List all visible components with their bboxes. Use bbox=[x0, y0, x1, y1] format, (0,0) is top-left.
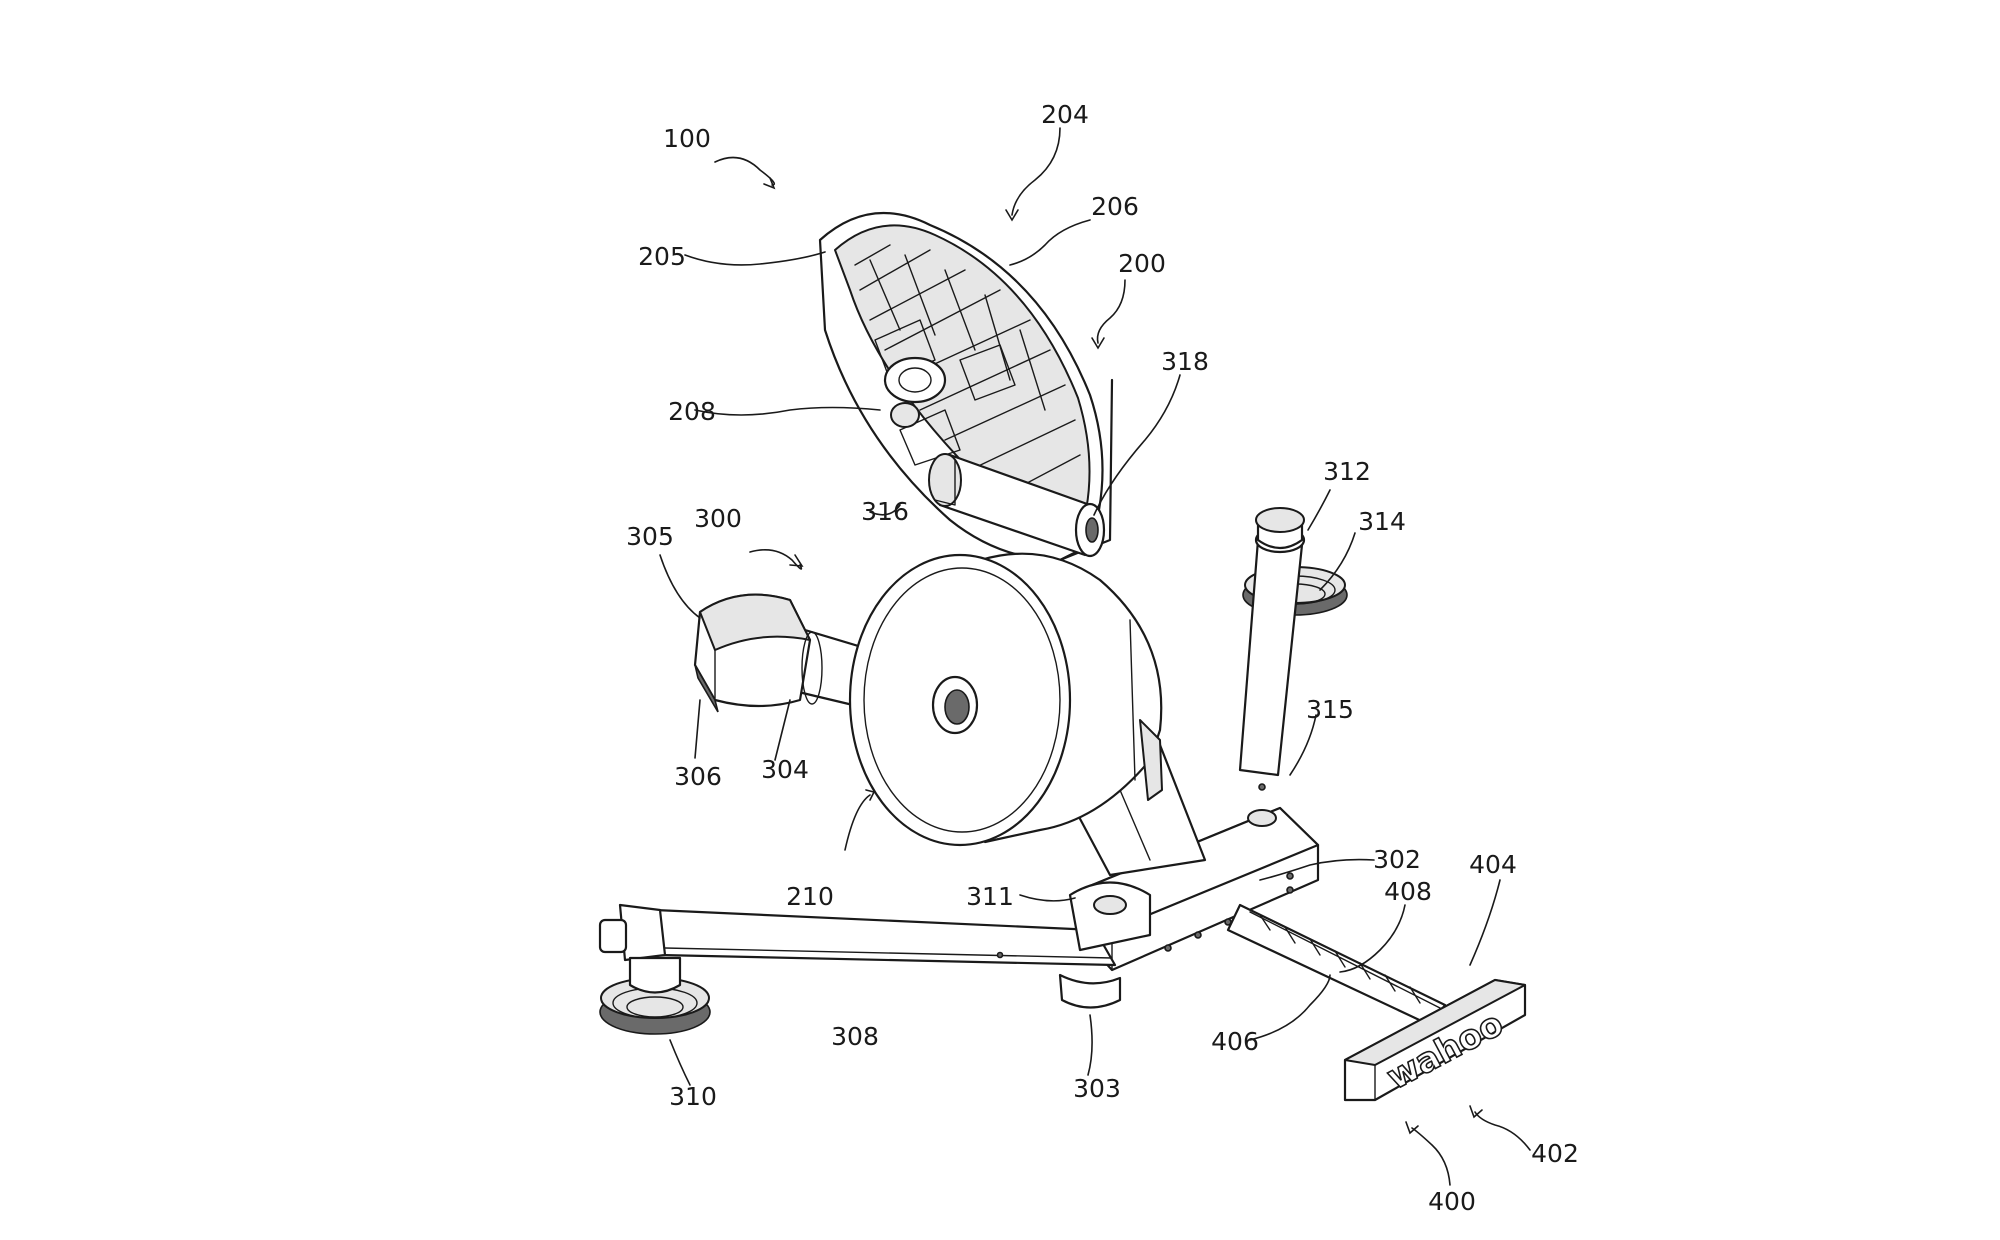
label-305: 305 bbox=[626, 522, 674, 551]
label-312: 312 bbox=[1323, 457, 1371, 486]
label-304: 304 bbox=[761, 755, 809, 784]
axle-extension-400: wahoo bbox=[1226, 903, 1527, 1102]
label-306: 306 bbox=[674, 762, 722, 791]
label-210: 210 bbox=[786, 882, 834, 911]
label-303: 303 bbox=[1073, 1074, 1121, 1103]
front-leg-308 bbox=[598, 903, 1117, 967]
flywheel-210 bbox=[848, 552, 1163, 847]
label-308: 308 bbox=[831, 1022, 879, 1051]
leader-lines bbox=[659, 127, 1531, 1186]
label-300: 300 bbox=[694, 504, 742, 533]
label-402: 402 bbox=[1531, 1139, 1579, 1168]
label-400: 400 bbox=[1428, 1187, 1476, 1216]
label-314: 314 bbox=[1358, 507, 1406, 536]
label-205: 205 bbox=[638, 242, 686, 271]
label-315: 315 bbox=[1306, 695, 1354, 724]
hinge-311 bbox=[1058, 881, 1152, 1009]
pulley-208 bbox=[883, 356, 947, 428]
label-404: 404 bbox=[1469, 850, 1517, 879]
label-408: 408 bbox=[1384, 877, 1432, 906]
label-310: 310 bbox=[669, 1082, 717, 1111]
front-foot-310 bbox=[599, 956, 711, 1035]
drive-shaft-316 bbox=[928, 453, 1106, 558]
label-311: 311 bbox=[966, 882, 1014, 911]
label-200: 200 bbox=[1118, 249, 1166, 278]
fan-housing-204 bbox=[818, 211, 1114, 562]
label-100: 100 bbox=[663, 124, 711, 153]
label-302: 302 bbox=[1373, 845, 1421, 874]
label-406: 406 bbox=[1211, 1027, 1259, 1056]
label-206: 206 bbox=[1091, 192, 1139, 221]
label-208: 208 bbox=[668, 397, 716, 426]
label-204: 204 bbox=[1041, 100, 1089, 129]
reference-numerals: 100 204 206 205 200 318 208 316 312 314 … bbox=[626, 100, 1579, 1216]
label-316: 316 bbox=[861, 497, 909, 526]
rear-leg-upright bbox=[1238, 507, 1306, 791]
rear-stabilizer-304 bbox=[693, 593, 907, 717]
label-318: 318 bbox=[1161, 347, 1209, 376]
